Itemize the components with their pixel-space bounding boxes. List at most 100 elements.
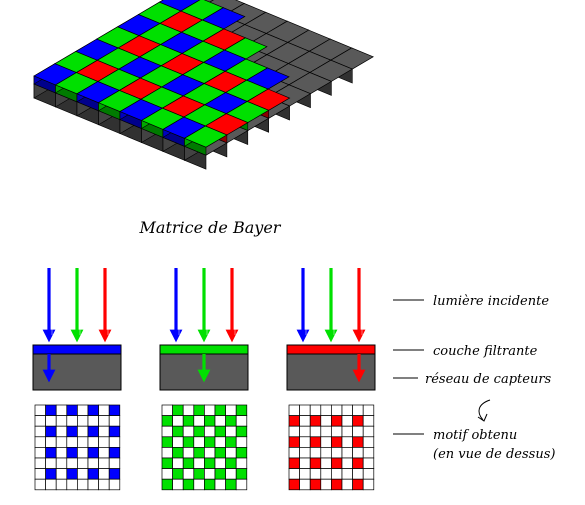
pattern-cell-empty <box>352 425 364 438</box>
pattern-cell-empty <box>45 415 57 427</box>
pattern-cell-empty <box>161 468 173 480</box>
pattern-cell-filled <box>172 468 184 480</box>
pattern-cell-filled <box>161 415 173 427</box>
pattern-cell-filled <box>204 457 216 469</box>
pattern-cell-filled <box>331 478 343 491</box>
pattern-cell-filled <box>193 447 205 459</box>
pattern-cell-empty <box>34 457 46 469</box>
pattern-cell-empty <box>352 447 364 459</box>
pattern-cell-empty <box>331 425 343 438</box>
pattern-cell-empty <box>288 425 300 438</box>
pattern-cell-filled <box>193 468 205 480</box>
panel-green <box>159 268 249 491</box>
pattern-cell-empty <box>34 415 46 427</box>
pattern-cell-empty <box>214 415 226 427</box>
pattern-cell-filled <box>172 425 184 438</box>
pattern-cell-filled <box>331 436 343 448</box>
pattern-cell-filled <box>45 447 57 459</box>
pattern-cell-empty <box>77 425 89 438</box>
pattern-cell-empty <box>98 404 110 416</box>
pattern-cell-empty <box>214 478 226 491</box>
pattern-cell-empty <box>87 415 99 427</box>
filter-layer-red <box>286 344 376 355</box>
pattern-cell-filled <box>309 436 322 448</box>
pattern-cell-empty <box>182 425 195 438</box>
pattern-cell-empty <box>352 468 364 480</box>
pattern-cell-empty <box>108 436 121 448</box>
pattern-cell-empty <box>299 447 311 459</box>
pattern-cell-empty <box>98 447 110 459</box>
pattern-cell-empty <box>55 468 68 480</box>
pattern-cell-empty <box>320 404 332 416</box>
pattern-cell-filled <box>225 415 237 427</box>
pattern-cell-empty <box>77 404 89 416</box>
pattern-cell-filled <box>235 468 248 480</box>
bayer-matrix-3d <box>33 0 374 170</box>
pattern-cell-empty <box>225 447 237 459</box>
pattern-grid-blue <box>34 404 121 491</box>
pattern-cell-empty <box>362 415 375 427</box>
pattern-cell-empty <box>341 415 353 427</box>
pattern-cell-empty <box>288 404 300 416</box>
pattern-cell-empty <box>341 447 353 459</box>
pattern-cell-empty <box>320 415 332 427</box>
pattern-cell-empty <box>299 457 311 469</box>
pattern-cell-empty <box>108 457 121 469</box>
pattern-cell-filled <box>288 436 300 448</box>
pattern-cell-filled <box>182 457 195 469</box>
pattern-cell-empty <box>235 457 248 469</box>
pattern-cell-filled <box>193 404 205 416</box>
pattern-cell-empty <box>98 415 110 427</box>
pattern-cell-filled <box>87 468 99 480</box>
pattern-cell-empty <box>98 425 110 438</box>
pattern-cell-empty <box>55 436 68 448</box>
pattern-cell-empty <box>320 468 332 480</box>
pattern-cell-filled <box>161 457 173 469</box>
pattern-cell-empty <box>161 404 173 416</box>
pattern-cell-empty <box>161 425 173 438</box>
pattern-cell-filled <box>288 415 300 427</box>
pattern-cell-empty <box>362 425 375 438</box>
pattern-cell-filled <box>108 447 121 459</box>
pattern-cell-filled <box>352 436 364 448</box>
pattern-grid-green <box>161 404 248 491</box>
pattern-cell-empty <box>362 404 375 416</box>
pattern-cell-filled <box>66 468 78 480</box>
pattern-cell-empty <box>235 436 248 448</box>
pattern-cell-empty <box>362 468 375 480</box>
pattern-cell-filled <box>87 447 99 459</box>
pattern-cell-empty <box>55 457 68 469</box>
pattern-cell-empty <box>77 478 89 491</box>
pattern-cell-empty <box>299 425 311 438</box>
pattern-cell-empty <box>299 415 311 427</box>
pattern-cell-empty <box>225 425 237 438</box>
pattern-cell-empty <box>77 457 89 469</box>
pattern-cell-filled <box>331 457 343 469</box>
pattern-cell-empty <box>55 425 68 438</box>
pattern-cell-empty <box>214 457 226 469</box>
pattern-cell-filled <box>108 468 121 480</box>
filter-layer-green <box>159 344 249 355</box>
pattern-cell-filled <box>108 404 121 416</box>
pattern-cell-empty <box>182 447 195 459</box>
pattern-cell-empty <box>193 436 205 448</box>
pattern-cell-filled <box>288 478 300 491</box>
pattern-cell-empty <box>309 468 322 480</box>
pattern-cell-empty <box>299 404 311 416</box>
pattern-cell-filled <box>235 404 248 416</box>
pattern-cell-filled <box>225 478 237 491</box>
pattern-cell-filled <box>214 468 226 480</box>
sensor-array-label: réseau de capteurs <box>425 372 552 387</box>
pattern-cell-filled <box>87 425 99 438</box>
pattern-label-line2: (en vue de dessus) <box>433 447 555 462</box>
pattern-cell-empty <box>235 478 248 491</box>
pattern-cell-empty <box>309 404 322 416</box>
pattern-cell-empty <box>362 457 375 469</box>
pattern-cell-filled <box>45 468 57 480</box>
pattern-cell-empty <box>235 415 248 427</box>
pattern-cell-empty <box>55 404 68 416</box>
pattern-cell-empty <box>34 447 46 459</box>
panel-red <box>286 268 376 491</box>
pattern-cell-empty <box>77 436 89 448</box>
pattern-cell-empty <box>299 436 311 448</box>
